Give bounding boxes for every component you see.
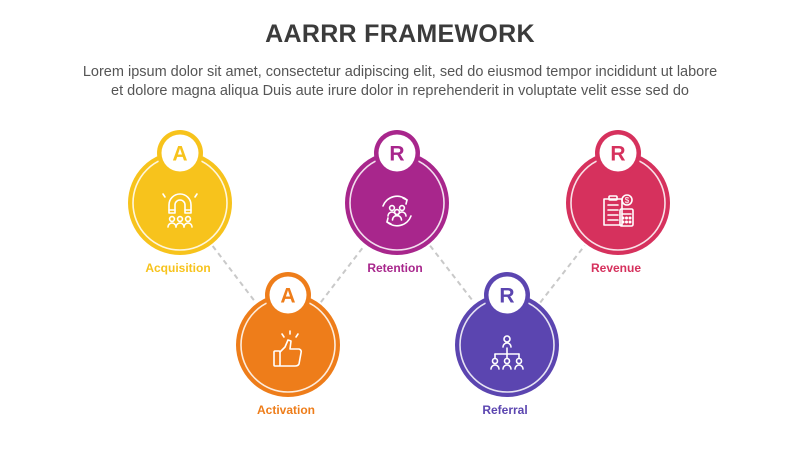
stage-label: Revenue (591, 261, 641, 275)
stage-label: Referral (482, 403, 527, 417)
stage-letter: A (172, 143, 187, 166)
thumbs-up-icon (273, 330, 303, 367)
stage-circle (128, 151, 232, 255)
connector-line (211, 245, 257, 303)
stage-circle (236, 293, 340, 397)
stage-revenue: $ R Revenue (566, 130, 670, 275)
connector-line (429, 245, 475, 303)
connector-line (320, 245, 365, 303)
connector-line (539, 244, 586, 304)
stage-referral: R Referral (455, 272, 559, 417)
connector-lines (211, 244, 586, 304)
page-title: AARRR FRAMEWORK (265, 20, 535, 48)
stage-acquisition: A Acquisition (128, 130, 232, 275)
letter-badge (269, 276, 307, 314)
stage-letter: R (499, 285, 514, 308)
stage-label: Retention (367, 261, 422, 275)
stage-label: Activation (257, 403, 315, 417)
stage-retention: R Retention (345, 130, 449, 275)
letter-badge (599, 134, 637, 172)
stage-circle (566, 151, 670, 255)
stage-circle (455, 293, 559, 397)
svg-text:$: $ (625, 196, 630, 205)
stage-circle (345, 151, 449, 255)
stage-letter: R (610, 143, 625, 166)
magnet-people-icon (162, 193, 198, 228)
letter-badge (378, 134, 416, 172)
cycle-people-icon (382, 195, 412, 227)
letter-badge (488, 276, 526, 314)
stage-letter: R (389, 143, 404, 166)
letter-badge (161, 134, 199, 172)
subtitle-line-1: Lorem ipsum dolor sit amet, consectetur … (82, 64, 718, 80)
network-people-icon (490, 335, 524, 370)
stage-activation: A Activation (236, 272, 340, 417)
stage-letter: A (280, 285, 295, 308)
subtitle-line-2: et dolore magna aliqua Duis aute irure d… (111, 83, 689, 99)
stage-label: Acquisition (145, 261, 210, 275)
invoice-calculator-icon: $ (603, 194, 634, 227)
page-subtitle: Lorem ipsum dolor sit amet, consectetur … (30, 63, 770, 101)
